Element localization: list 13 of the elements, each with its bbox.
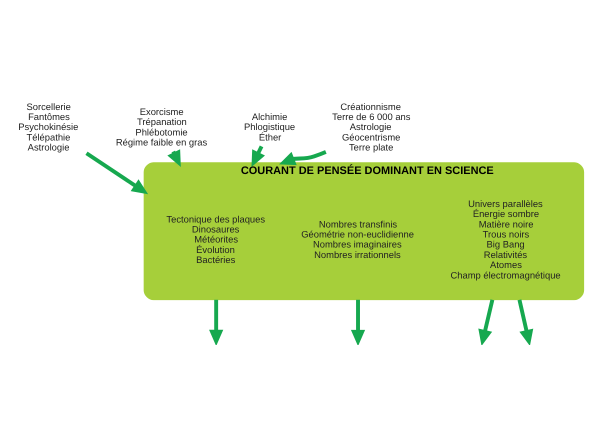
node-text: Nombres transfinis Géométrie non-euclidienne Nombres imaginaires Nombres irrationnels [301,218,414,260]
arrow [85,151,148,194]
node-text: Créationnisme Terre de 6 000 ans Astrologie Géocentrisme Terre plate [332,100,410,152]
node-text: Alchimie Phlogistique Éther [244,110,296,142]
arrow [279,150,327,165]
node-text: Sorcellerie Fantômes Psychokinésie Télépathie Astrologie [18,100,78,152]
arrow [518,298,534,344]
arrow [478,298,494,344]
arrow [350,299,366,344]
node-text: Univers parallèles Énergie sombre Matière noire Trous noirs Big Bang Relativités Atomes Champ électromagnétique [450,197,561,280]
node-text: Exorcisme Trépanation Phlébotomie Régime faible en gras [116,105,208,147]
node-text: Tectonique des plaques Dinosaures Météorites Évolution Bactéries [166,212,266,265]
arrow [209,299,224,344]
